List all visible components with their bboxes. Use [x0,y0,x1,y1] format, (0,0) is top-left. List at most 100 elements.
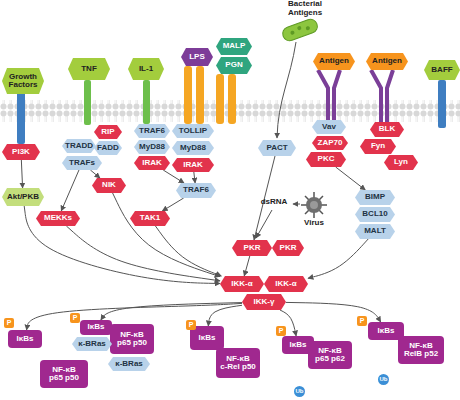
note-label: dsRNA [258,198,290,207]
hexagon-fill [134,156,170,170]
node-text: IκBs [17,335,34,343]
node-text: RelB p52 [404,350,438,358]
bacterium-dot [297,26,302,31]
antigen-receptor [371,70,393,122]
hexagon-fill [130,211,170,226]
node-text: PKR [244,244,261,252]
hexagon-fill [134,140,170,154]
ligand-hexagon: MALP [216,38,252,55]
node-text: IKK-α [275,280,296,288]
node-text: MEKKs [44,214,72,222]
protein-hexagon: BCL10 [355,207,395,222]
protein-hexagon: PKC [306,152,346,167]
hexagon-fill [36,211,80,226]
hexagon-fill [216,38,252,55]
node-text: TAK1 [140,214,160,222]
node-text: TRAF6 [139,127,165,135]
hexagon-fill [176,183,216,198]
node-text: Growth Factors [2,73,44,90]
ubiquitin-badge: Ub [378,374,389,385]
signal-arrow [21,160,22,188]
node-text: LPS [189,53,205,61]
protein-hexagon: PACT [258,140,296,156]
protein-hexagon: TRAF6 [176,183,216,198]
hexagon-fill [306,152,346,167]
node-text: TRAF6 [183,186,209,194]
protein-hexagon: TRAFs [62,156,102,170]
complex-box: IκBs [80,320,112,335]
protein-hexagon: Akt/PKB [2,188,44,206]
leader-arrow [293,204,300,205]
signal-arrow [66,226,220,281]
node-text: p65 p62 [315,355,345,363]
node-text: Vav [322,123,336,131]
node-text: IκBs [378,327,395,335]
protein-hexagon: MyD88 [134,140,170,154]
protein-hexagon: κ-BRas [108,357,150,371]
node-text: IKK-α [231,280,252,288]
bacterium-dot [290,30,295,35]
receptor-bar [143,80,150,124]
receptor-bar [17,92,25,144]
protein-hexagon: IRAK [134,156,170,170]
protein-hexagon: MALT [355,224,395,239]
protein-hexagon: IKK-γ [242,294,286,310]
signal-arrow [244,256,250,276]
node-text: c-Rel p50 [220,363,256,371]
node-text: TNF [81,65,97,73]
hexagon-fill [366,53,408,70]
bacterium-icon [281,17,320,42]
hexagon-fill [94,125,122,139]
ligand-hexagon: PGN [216,57,252,74]
protein-hexagon: Lyn [384,155,418,170]
node-text: Akt/PKB [7,193,39,201]
protein-hexagon: TAK1 [130,211,170,226]
signal-arrow [308,239,368,278]
hexagon-fill [232,240,272,256]
hexagon-fill [384,155,418,170]
node-text: BAFF [431,66,452,74]
hexagon-fill [62,156,102,170]
signal-arrow [61,170,79,211]
receptor-bar [216,74,224,124]
node-text: TRADD [65,142,93,150]
hexagon-fill [313,53,355,70]
node-text: IRAK [142,159,162,167]
node-text: PI3K [12,148,30,156]
node-text: IRAK [183,161,203,169]
ligand-hexagon: Antigen [366,53,408,70]
protein-hexagon: TRADD [62,139,96,153]
ligand-hexagon: TNF [68,58,110,80]
ligand-hexagon: Growth Factors [2,68,44,94]
protein-hexagon: BIMP [355,190,395,205]
ligand-hexagon: LPS [181,48,213,66]
phospho-badge: P [357,316,367,326]
protein-hexagon: TRAF6 [134,124,170,138]
node-text: PKR [280,244,297,252]
node-text: BCL10 [362,210,387,218]
bacterium-body [281,17,320,42]
node-text: NF-κB [226,355,250,363]
box-fill [308,341,352,369]
hexagon-fill [92,178,126,193]
hexagon-fill [216,57,252,74]
node-text: FADD [97,144,119,152]
node-text: MALT [364,227,386,235]
ubiquitin-badge: Ub [294,386,305,397]
signal-arrow [155,226,221,276]
protein-hexagon: TOLLIP [172,124,214,138]
box-fill [110,324,154,354]
hexagon-fill [2,68,44,94]
complex-box: NF-κBp65 p50 [40,360,88,388]
hexagon-fill [68,58,110,80]
box-fill [398,336,444,364]
node-text: IκBs [88,323,105,331]
hexagon-fill [424,60,460,80]
node-text: MyD88 [139,143,165,151]
signal-arrow [113,193,220,277]
hexagon-fill [355,207,395,222]
protein-hexagon: PKR [272,240,304,256]
ligand-hexagon: BAFF [424,60,460,80]
complex-box: NF-κBp65 p50 [110,324,154,354]
